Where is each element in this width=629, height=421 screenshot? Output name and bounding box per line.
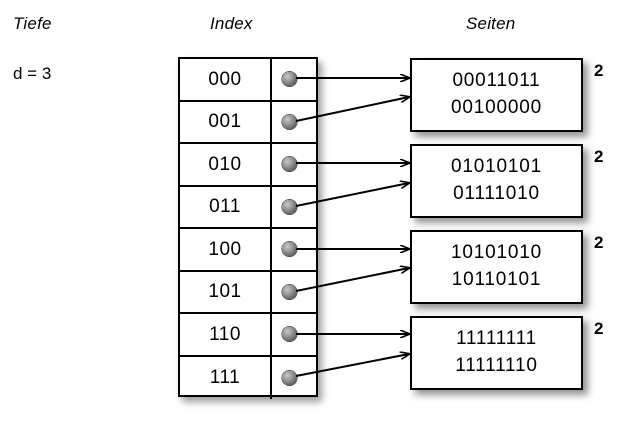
index-pointer-cell [272,59,316,100]
index-pointer-cell [272,187,316,228]
index-key-label: 101 [208,281,242,303]
index-key-label: 110 [209,323,241,345]
index-row[interactable]: 001 [180,101,316,144]
index-row[interactable]: 011 [180,186,316,229]
index-key-label: 100 [208,238,242,260]
index-key-cell: 010 [180,144,272,185]
index-key-label: 001 [208,111,242,133]
page-bucket[interactable]: 11111111 11111110 [410,316,583,390]
index-key-cell: 101 [180,271,272,312]
index-row[interactable]: 000 [180,59,316,102]
index-key-label: 111 [209,367,241,389]
column-header-pages: Seiten [466,14,516,33]
index-row[interactable]: 100 [180,229,316,272]
filled-circle-pointer-icon [282,370,297,386]
index-key-cell: 100 [180,229,272,270]
index-pointer-cell [272,229,316,270]
page-record-line: 00100000 [451,97,542,118]
index-row[interactable]: 101 [180,271,316,314]
index-key-label: 000 [208,68,242,90]
filled-circle-pointer-icon [282,156,297,172]
filled-circle-pointer-icon [282,71,297,87]
filled-circle-pointer-icon [282,241,297,257]
index-key-cell: 110 [180,314,272,355]
index-key-cell: 001 [180,101,272,142]
index-row[interactable]: 110 [180,314,316,357]
index-pointer-cell [272,144,316,185]
page-bucket[interactable]: 01010101 01111010 [410,144,583,218]
page-bucket[interactable]: 00011011 00100000 [410,58,583,132]
page-record-line: 01111010 [453,183,540,204]
index-key-cell: 000 [180,59,272,100]
page-record-line: 00011011 [452,70,541,92]
index-directory-table: 000 001 010 011 [178,57,318,400]
page-record-line: 11111111 [455,328,538,350]
filled-circle-pointer-icon [282,199,297,215]
index-pointer-cell [272,102,316,143]
index-pointer-cell [272,357,316,400]
index-pointer-cell [272,272,316,313]
index-key-label: 011 [209,196,241,218]
page-record-line: 10110101 [451,269,542,290]
page-record-line: 10101010 [451,242,542,264]
column-header-index: Index [210,14,253,33]
page-record-line: 11111110 [455,355,538,376]
page-local-depth: 2 [594,233,604,252]
page-local-depth: 2 [594,61,604,80]
column-header-depth: Tiefe [13,14,52,33]
index-key-label: 010 [208,153,242,175]
filled-circle-pointer-icon [282,326,297,342]
index-row[interactable]: 111 [180,356,316,400]
page-record-line: 01010101 [451,156,542,178]
index-row[interactable]: 010 [180,144,316,187]
filled-circle-pointer-icon [282,114,297,130]
page-local-depth: 2 [594,147,604,166]
page-bucket[interactable]: 10101010 10110101 [410,230,583,304]
filled-circle-pointer-icon [282,284,297,300]
global-depth-value: d = 3 [13,64,52,83]
index-key-cell: 011 [180,186,272,227]
index-key-cell: 111 [180,356,272,399]
index-pointer-cell [272,314,316,355]
page-local-depth: 2 [594,319,604,338]
